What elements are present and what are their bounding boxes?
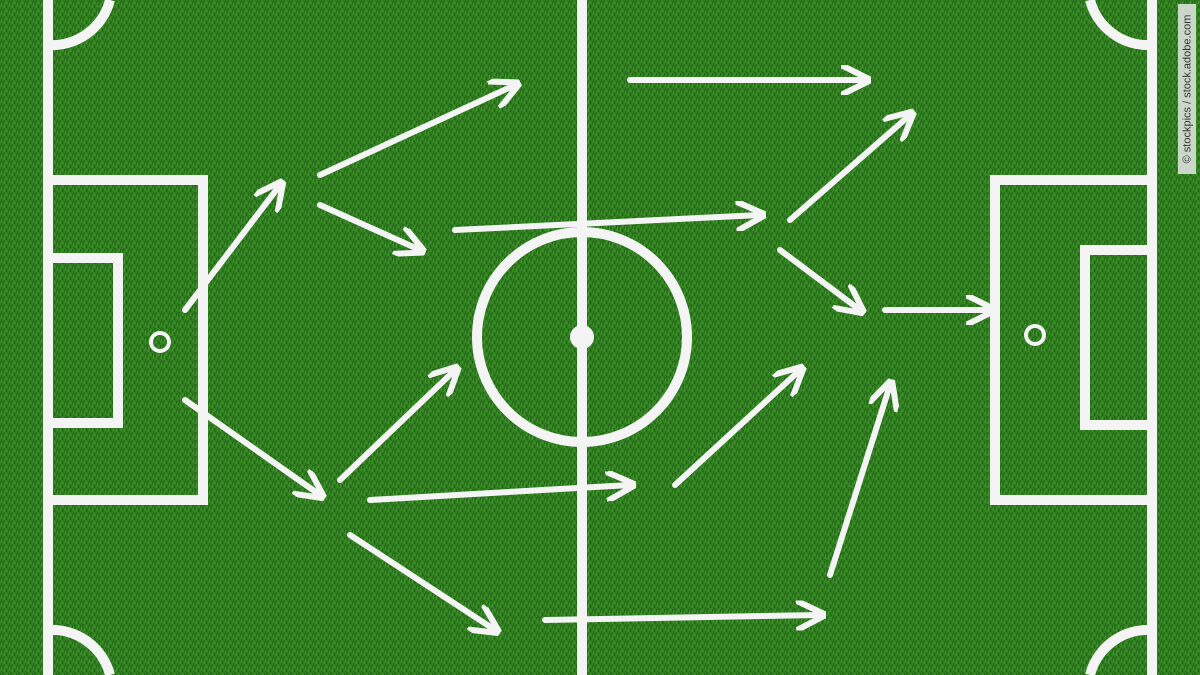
tactic-arrow-icon <box>182 397 320 495</box>
corner-arc-tl <box>47 0 115 51</box>
tactic-arrow-icon <box>827 385 890 578</box>
tactic-arrow-icon <box>182 185 280 313</box>
right-penalty-spot <box>1024 324 1046 346</box>
left-goal-box <box>43 253 123 428</box>
tactic-arrows <box>182 80 990 630</box>
tactic-arrow-icon <box>317 202 420 250</box>
tactic-arrow-icon <box>672 370 800 488</box>
pitch-lines <box>43 0 1157 675</box>
corner-arc-bl <box>47 624 115 675</box>
watermark: © stockpics / stock.adobe.com <box>1178 4 1196 174</box>
tactic-arrow-icon <box>317 85 515 178</box>
center-spot <box>570 325 594 349</box>
corner-arc-tr <box>1085 0 1153 51</box>
corner-arc-br <box>1085 624 1153 675</box>
tactic-arrow-icon <box>787 115 910 223</box>
tactic-arrow-icon <box>452 215 760 233</box>
tactic-arrow-icon <box>542 615 820 620</box>
center-circle <box>472 227 692 447</box>
tactic-arrow-icon <box>337 370 455 483</box>
tactic-arrow-icon <box>777 247 860 310</box>
tactic-arrow-icon <box>347 532 495 630</box>
left-penalty-spot <box>149 331 171 353</box>
right-goal-box <box>1080 245 1157 430</box>
watermark-text: © stockpics / stock.adobe.com <box>1181 14 1194 164</box>
tactic-arrow-icon <box>367 485 630 503</box>
